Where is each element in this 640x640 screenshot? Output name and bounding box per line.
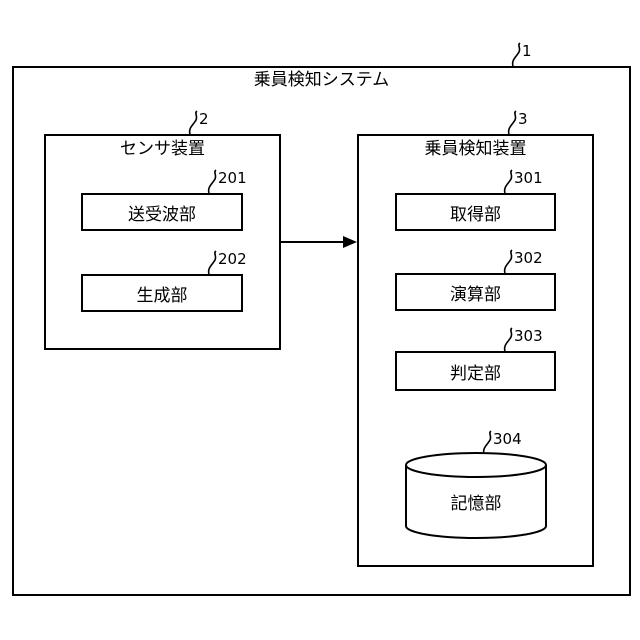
calculation-unit: 演算部 <box>395 273 556 311</box>
sensor-device-box <box>44 134 281 350</box>
ref-label-302: 302 <box>514 250 543 266</box>
determination-unit: 判定部 <box>395 351 556 391</box>
ref-label-1: 1 <box>522 43 532 59</box>
ref-label-304: 304 <box>493 431 522 447</box>
sensor-device-title: センサ装置 <box>44 139 281 159</box>
system-title: 乗員検知システム <box>12 70 631 90</box>
ref-label-2: 2 <box>199 111 209 127</box>
ref-label-303: 303 <box>514 328 543 344</box>
ref-label-301: 301 <box>514 170 543 186</box>
acquisition-unit: 取得部 <box>395 193 556 231</box>
transceiver-unit: 送受波部 <box>81 193 243 231</box>
detection-device-title: 乗員検知装置 <box>357 139 594 159</box>
leader-curl-1 <box>513 43 520 66</box>
generator-unit: 生成部 <box>81 274 243 312</box>
ref-label-202: 202 <box>218 251 247 267</box>
ref-label-3: 3 <box>518 111 528 127</box>
ref-label-201: 201 <box>218 170 247 186</box>
storage-unit-label: 記憶部 <box>406 494 546 514</box>
